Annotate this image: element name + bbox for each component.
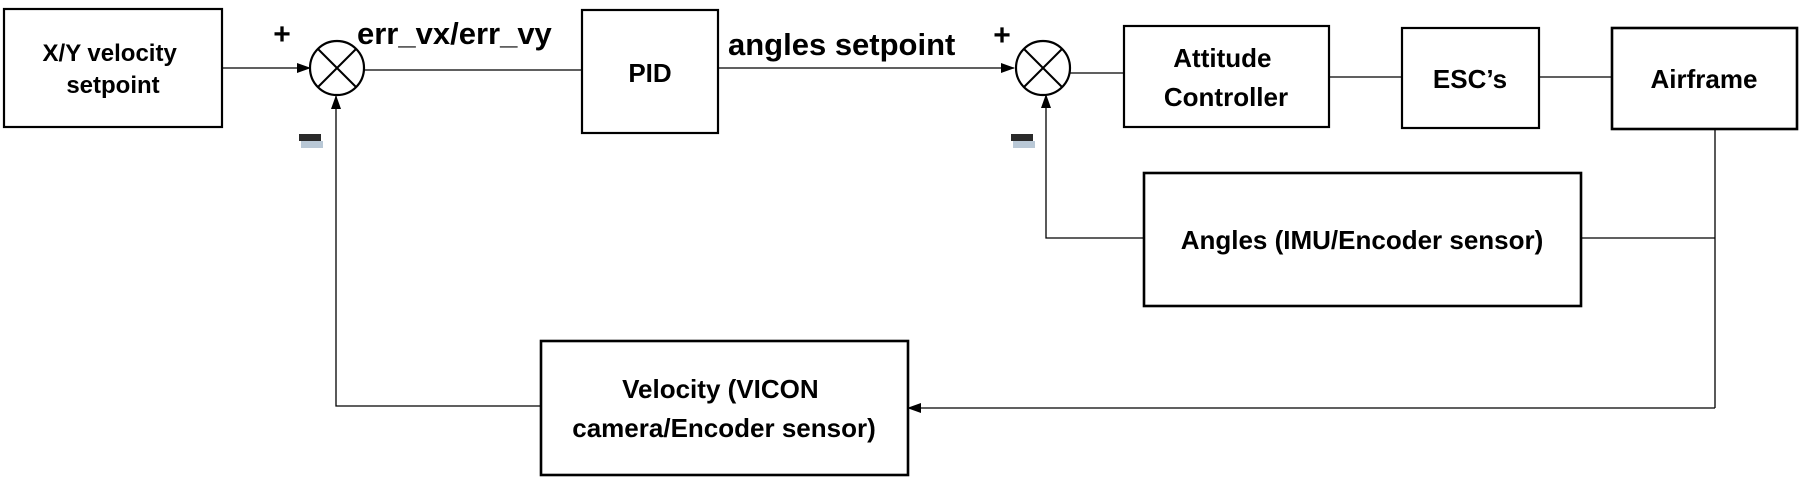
wire-angles-to-sum2 bbox=[1041, 94, 1144, 239]
block-attitude-controller: Attitude Controller bbox=[1122, 24, 1331, 129]
sum-outer-minus-sign bbox=[299, 134, 323, 148]
svg-text:Velocity (VICON camera/E: Velocity (VICON camera/Encoder sensor) bbox=[572, 374, 875, 443]
svg-text:PID: PID bbox=[628, 58, 671, 88]
block-escs: ESC’s bbox=[1400, 26, 1541, 130]
signal-label-error: err_vx/err_vy bbox=[357, 16, 553, 51]
block-velocity-sensor: Velocity (VICON camera/Encoder sensor) bbox=[539, 339, 910, 477]
svg-text:Airframe: Airframe bbox=[1651, 64, 1758, 94]
block-angles-sensor: Angles (IMU/Encoder sensor) bbox=[1142, 171, 1583, 308]
svg-text:Angles (IMU/Encoder sensor): Angles (IMU/Encoder sensor) bbox=[1181, 225, 1544, 255]
summing-junction-inner bbox=[1014, 39, 1072, 97]
svg-text:Attitude Controller: Attitude Controller bbox=[1164, 43, 1288, 112]
sum-outer-plus-sign: + bbox=[273, 18, 291, 51]
svg-text:ESC’s: ESC’s bbox=[1433, 64, 1507, 94]
block-pid: PID bbox=[580, 8, 720, 135]
block-airframe: Airframe bbox=[1610, 26, 1799, 131]
wire-velocity-to-sum1 bbox=[331, 95, 541, 407]
sum-inner-plus-sign: + bbox=[993, 19, 1011, 52]
block-xy-velocity-setpoint: X/Y velocity setpoint bbox=[2, 7, 224, 129]
sum-inner-minus-sign bbox=[1011, 134, 1035, 148]
svg-text:X/Y velocity setpoint: X/Y velocity setpoint bbox=[43, 40, 184, 99]
signal-label-angles-setpoint: angles setpoint bbox=[728, 27, 955, 62]
summing-junction-outer bbox=[308, 39, 366, 97]
